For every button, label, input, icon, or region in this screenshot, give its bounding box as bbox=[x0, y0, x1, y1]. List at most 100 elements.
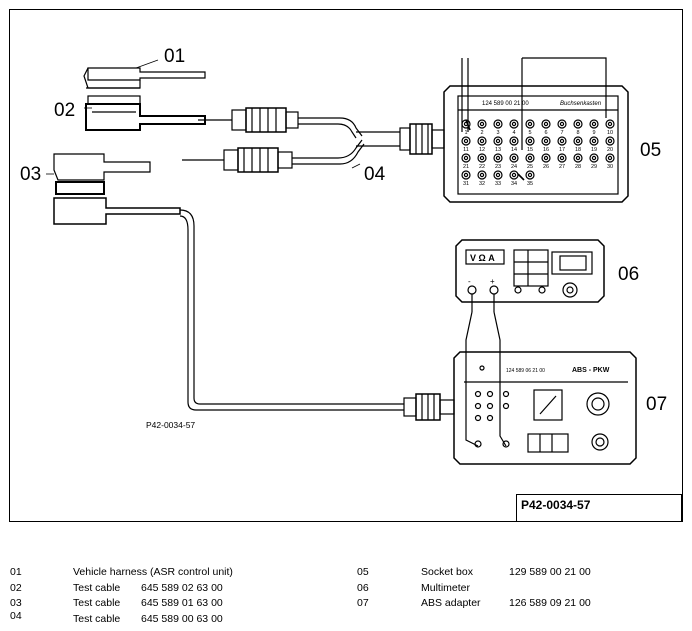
legend-part-03: 645 589 01 63 00 bbox=[141, 597, 223, 609]
socket-10 bbox=[605, 119, 615, 129]
socket-26 bbox=[541, 153, 551, 163]
socket-number-26: 26 bbox=[543, 164, 549, 170]
callout-01: 01 bbox=[164, 46, 185, 67]
socket-number-6: 6 bbox=[544, 130, 547, 136]
socket-35 bbox=[525, 170, 535, 180]
socket-14 bbox=[509, 136, 519, 146]
reference-box: P42-0034-57 bbox=[516, 494, 682, 522]
socket-number-29: 29 bbox=[591, 164, 597, 170]
connector-01 bbox=[83, 67, 206, 89]
socket-pin-2 bbox=[479, 121, 485, 127]
socket-25 bbox=[525, 153, 535, 163]
socket-number-34: 34 bbox=[511, 181, 517, 187]
socket-number-20: 20 bbox=[607, 147, 613, 153]
callout-06: 06 bbox=[618, 264, 639, 285]
socket-29 bbox=[589, 153, 599, 163]
socket-pin-28 bbox=[575, 155, 581, 161]
socket-number-11: 11 bbox=[463, 147, 469, 153]
socket-33 bbox=[493, 170, 503, 180]
legend-num-06: 06 bbox=[357, 582, 369, 594]
socket-34 bbox=[509, 170, 519, 180]
socket-pin-11 bbox=[463, 138, 469, 144]
connector-03 bbox=[53, 153, 181, 225]
socket-2 bbox=[477, 119, 487, 129]
legend-desc-07: ABS adapter bbox=[421, 597, 481, 609]
socket-pin-15 bbox=[527, 138, 533, 144]
socket-number-28: 28 bbox=[575, 164, 581, 170]
socket-9 bbox=[589, 119, 599, 129]
figure-code: P42-0034-57 bbox=[146, 420, 195, 430]
socket-number-15: 15 bbox=[527, 147, 533, 153]
socket-number-5: 5 bbox=[528, 130, 531, 136]
socket-number-9: 9 bbox=[592, 130, 595, 136]
socket-number-24: 24 bbox=[511, 164, 517, 170]
legend-num-04: 04 bbox=[10, 610, 22, 622]
socket-pin-23 bbox=[495, 155, 501, 161]
legend-desc-01: Vehicle harness (ASR control unit) bbox=[73, 566, 233, 578]
socket-pin-10 bbox=[607, 121, 613, 127]
socket-number-31: 31 bbox=[463, 181, 469, 187]
socket-pin-35 bbox=[527, 172, 533, 178]
socket-12 bbox=[477, 136, 487, 146]
multimeter-plus: + bbox=[490, 277, 495, 286]
socket-pin-26 bbox=[543, 155, 549, 161]
callout-05: 05 bbox=[640, 140, 661, 161]
socket-box-title: Buchsenkasten bbox=[560, 101, 602, 107]
socket-pin-33 bbox=[495, 172, 501, 178]
legend-desc-05: Socket box bbox=[421, 566, 473, 578]
socket-31 bbox=[461, 170, 471, 180]
socket-11 bbox=[461, 136, 471, 146]
socket-pin-20 bbox=[607, 138, 613, 144]
socket-pin-5 bbox=[527, 121, 533, 127]
socket-22 bbox=[477, 153, 487, 163]
socket-number-22: 22 bbox=[479, 164, 485, 170]
socket-16 bbox=[541, 136, 551, 146]
socket-pin-18 bbox=[575, 138, 581, 144]
socket-number-16: 16 bbox=[543, 147, 549, 153]
socket-number-21: 21 bbox=[463, 164, 469, 170]
socket-number-32: 32 bbox=[479, 181, 485, 187]
socket-15 bbox=[525, 136, 535, 146]
socket-pin-3 bbox=[495, 121, 501, 127]
socket-24 bbox=[509, 153, 519, 163]
socket-1 bbox=[461, 119, 471, 129]
legend-num-03: 03 bbox=[10, 597, 22, 609]
socket-pin-25 bbox=[527, 155, 533, 161]
callout-04: 04 bbox=[364, 164, 386, 185]
diagram-frame bbox=[9, 9, 683, 522]
socket-5 bbox=[525, 119, 535, 129]
multimeter-minus: - bbox=[468, 277, 471, 286]
socket-number-7: 7 bbox=[560, 130, 563, 136]
adapter-part-number: 124 589 06 21 00 bbox=[506, 368, 545, 374]
legend-desc-03: Test cable bbox=[73, 597, 121, 609]
legend-part-07: 126 589 09 21 00 bbox=[509, 597, 591, 609]
socket-21 bbox=[461, 153, 471, 163]
socket-32 bbox=[477, 170, 487, 180]
legend-part-02: 645 589 02 63 00 bbox=[141, 582, 223, 594]
socket-28 bbox=[573, 153, 583, 163]
socket-pin-13 bbox=[495, 138, 501, 144]
adapter-title: ABS - PKW bbox=[572, 367, 610, 374]
socket-pin-22 bbox=[479, 155, 485, 161]
legend-num-01: 01 bbox=[10, 566, 22, 578]
socket-number-12: 12 bbox=[479, 147, 485, 153]
legend-desc-04: Test cable bbox=[73, 613, 121, 625]
socket-23 bbox=[493, 153, 503, 163]
socket-number-10: 10 bbox=[607, 130, 613, 136]
socket-pin-29 bbox=[591, 155, 597, 161]
socket-pin-27 bbox=[559, 155, 565, 161]
socket-number-30: 30 bbox=[607, 164, 613, 170]
socket-number-1: 1 bbox=[464, 130, 467, 136]
socket-pin-17 bbox=[559, 138, 565, 144]
socket-6 bbox=[541, 119, 551, 129]
socket-number-33: 33 bbox=[495, 181, 501, 187]
legend-num-07: 07 bbox=[357, 597, 369, 609]
socket-number-23: 23 bbox=[495, 164, 501, 170]
socket-number-2: 2 bbox=[480, 130, 483, 136]
legend-num-05: 05 bbox=[357, 566, 369, 578]
socket-number-4: 4 bbox=[512, 130, 515, 136]
socket-pin-21 bbox=[463, 155, 469, 161]
socket-number-13: 13 bbox=[495, 147, 501, 153]
